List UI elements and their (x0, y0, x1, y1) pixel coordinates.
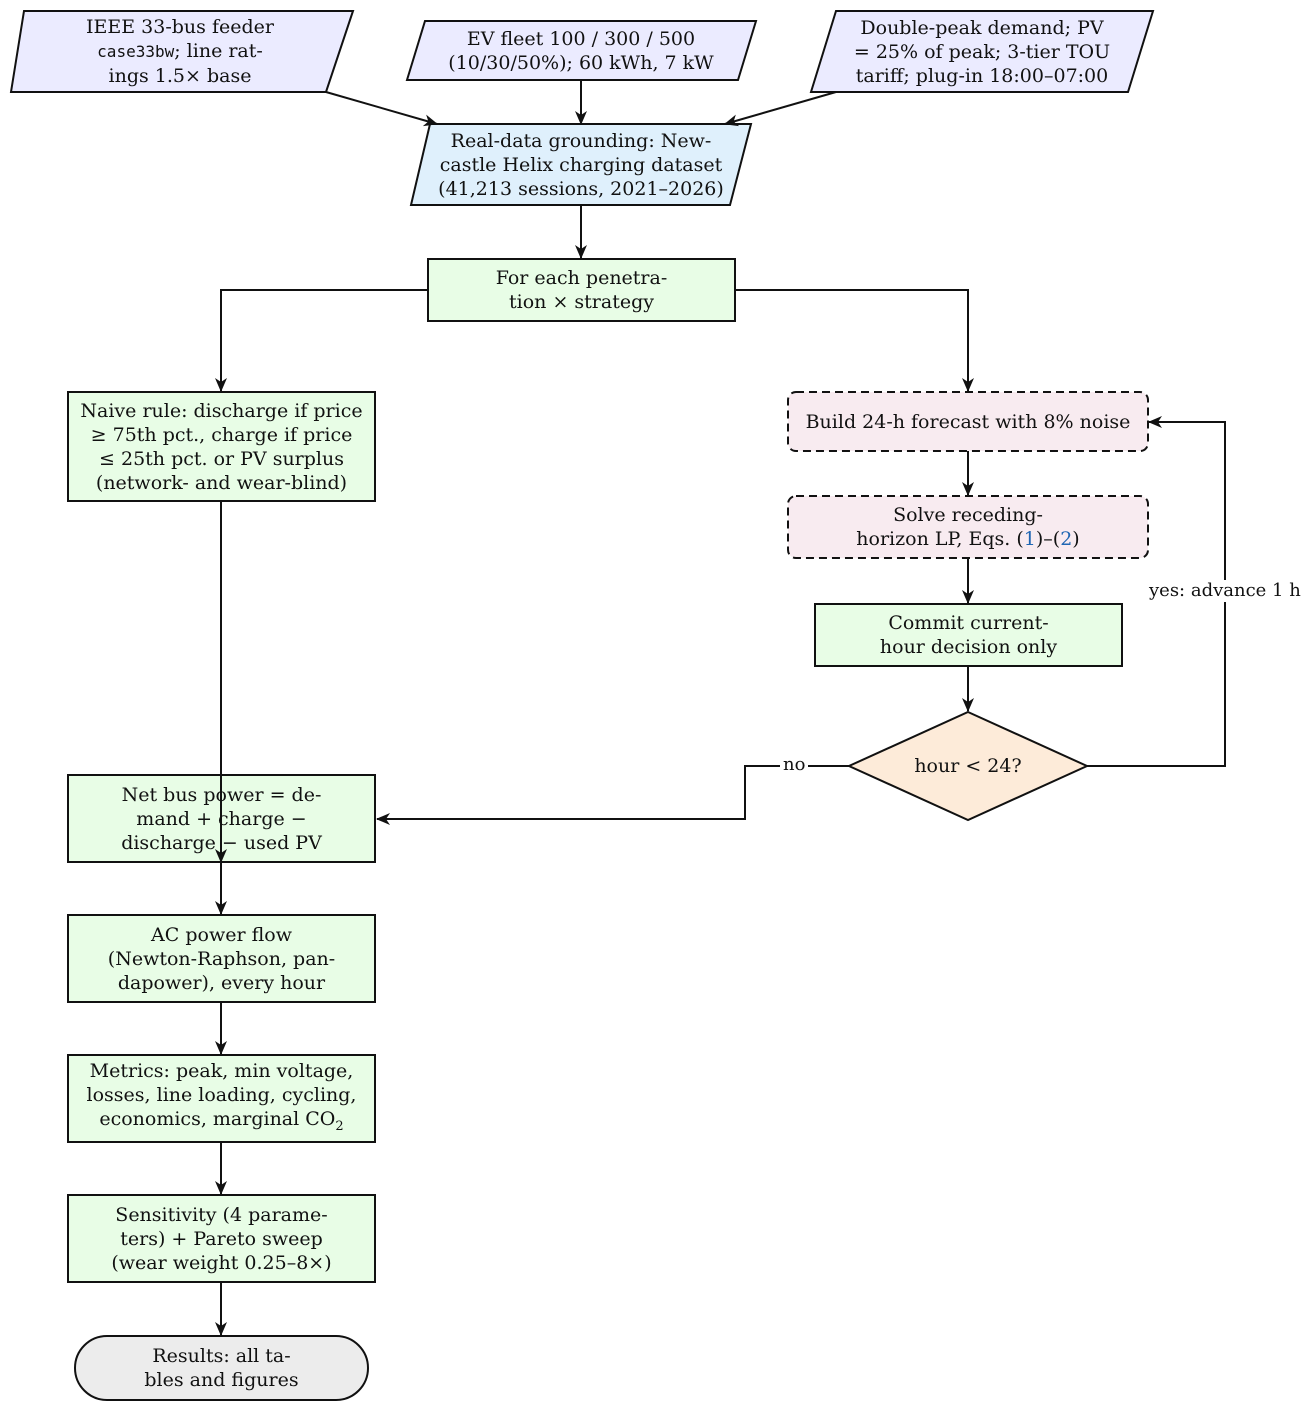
equation-2-link[interactable]: 2 (1060, 528, 1073, 550)
sensitivity-line-3: (wear weight 0.25–8×) (111, 1251, 332, 1274)
results-line-2: bles and figures (144, 1369, 299, 1391)
naive-text: Naive rule: discharge if price ≥ 75th pc… (68, 392, 375, 501)
sensitivity-line-1: Sensitivity (4 parame- (115, 1203, 328, 1226)
netbus-line-2: mand + charge − (136, 807, 307, 830)
demand-line-1: Double-peak demand; PV (860, 16, 1104, 39)
acflow-line-3: dapower), every hour (117, 971, 326, 994)
dataset-text: Real-data grounding: New- castle Helix c… (420, 124, 742, 205)
metrics-text: Metrics: peak, min voltage, losses, line… (68, 1055, 375, 1142)
demand-line-3: tariff; plug-in 18:00–07:00 (855, 64, 1109, 87)
sensitivity-shape (67, 1194, 376, 1283)
fleet-line-2: (10/30/50%); 60 kWh, 7 kW (448, 51, 714, 74)
decision-shape (846, 710, 1090, 822)
decision-text: hour < 24? (879, 742, 1057, 790)
loop-line-1: For each penetra- (495, 267, 668, 289)
edge-label-no: no (780, 754, 809, 776)
metrics-co2-subscript: 2 (335, 1118, 344, 1134)
edge-decision-no-to-netbus (376, 765, 849, 825)
edge-feeder-to-dataset (325, 91, 438, 127)
metrics-line-3-main: economics, marginal CO (99, 1107, 336, 1130)
feeder-line-1: IEEE 33-bus feeder (86, 16, 274, 38)
solve-line-2-suffix: ) (1072, 528, 1080, 550)
dataset-shape (409, 123, 753, 206)
naive-line-2: ≥ 75th pct., charge if price (90, 423, 353, 446)
netbus-line-1: Net bus power = de- (121, 783, 322, 806)
acflow-text: AC power flow (Newton-Raphson, pan- dapo… (68, 915, 375, 1002)
demand-input-text: Double-peak demand; PV = 25% of peak; 3-… (820, 11, 1144, 92)
acflow-shape (67, 914, 376, 1003)
fleet-line-1: EV fleet 100 / 300 / 500 (466, 27, 696, 50)
commit-text: Commit current- hour decision only (815, 604, 1122, 666)
commit-line-1: Commit current- (888, 612, 1049, 634)
edge-loop-to-forecast (735, 289, 974, 392)
equation-1-link[interactable]: 1 (1023, 528, 1036, 550)
demand-input-shape (809, 10, 1155, 93)
results-shape (74, 1335, 369, 1401)
decision-line-1: hour < 24? (914, 755, 1022, 777)
results-line-1: Results: all ta- (152, 1345, 291, 1367)
naive-line-3: ≤ 25th pct. or PV surplus (99, 447, 344, 470)
feeder-line-3: ings 1.5× base (108, 65, 252, 87)
loop-line-2: tion × strategy (509, 291, 654, 313)
demand-line-2: = 25% of peak; 3-tier TOU (853, 40, 1111, 63)
netbus-line-3: discharge − used PV (121, 831, 322, 854)
loop-text: For each penetra- tion × strategy (428, 259, 735, 321)
forecast-line-1: Build 24-h forecast with 8% noise (805, 410, 1131, 433)
forecast-text: Build 24-h forecast with 8% noise (788, 392, 1148, 451)
feeder-input-text: IEEE 33-bus feeder case33bw; line rat- i… (20, 11, 340, 92)
solve-line-2-mid: )–( (1035, 528, 1061, 550)
naive-line-4: (network- and wear-blind) (95, 471, 348, 494)
fleet-input-text: EV fleet 100 / 300 / 500 (10/30/50%); 60… (414, 21, 748, 80)
acflow-line-1: AC power flow (151, 923, 292, 946)
naive-shape (67, 391, 376, 502)
solve-line-1: Solve receding- (893, 504, 1043, 526)
metrics-line-3: economics, marginal CO2 (99, 1107, 343, 1139)
metrics-line-2: losses, line loading, cycling, (86, 1083, 357, 1106)
netbus-text: Net bus power = de- mand + charge − disc… (68, 775, 375, 862)
edge-label-yes: yes: advance 1 h (1146, 580, 1304, 602)
acflow-line-2: (Newton-Raphson, pan- (107, 947, 336, 970)
commit-line-2: hour decision only (879, 636, 1058, 658)
solve-text: Solve receding- horizon LP, Eqs. (1)–(2) (788, 496, 1148, 558)
edge-loop-to-naive (215, 289, 428, 392)
sensitivity-line-2: ters) + Pareto sweep (120, 1227, 323, 1250)
metrics-shape (67, 1054, 376, 1143)
feeder-case-code: case33bw (97, 42, 175, 61)
edge-demand-to-dataset (724, 91, 837, 127)
sensitivity-text: Sensitivity (4 parame- ters) + Pareto sw… (68, 1195, 375, 1282)
dataset-line-2: castle Helix charging dataset (439, 153, 723, 176)
solve-line-2: horizon LP, Eqs. (1)–(2) (856, 527, 1079, 551)
feeder-line-2-rest: ; line rat- (174, 40, 263, 62)
dataset-line-1: Real-data grounding: New- (450, 129, 712, 152)
solve-line-2-prefix: horizon LP, Eqs. ( (856, 528, 1024, 550)
dataset-line-3: (41,213 sessions, 2021–2026) (438, 177, 724, 200)
fleet-input-shape (405, 20, 758, 81)
metrics-line-1: Metrics: peak, min voltage, (89, 1059, 354, 1082)
feeder-line-2: case33bw; line rat- (97, 39, 263, 64)
results-text: Results: all ta- bles and figures (75, 1336, 368, 1400)
naive-line-1: Naive rule: discharge if price (80, 399, 363, 422)
